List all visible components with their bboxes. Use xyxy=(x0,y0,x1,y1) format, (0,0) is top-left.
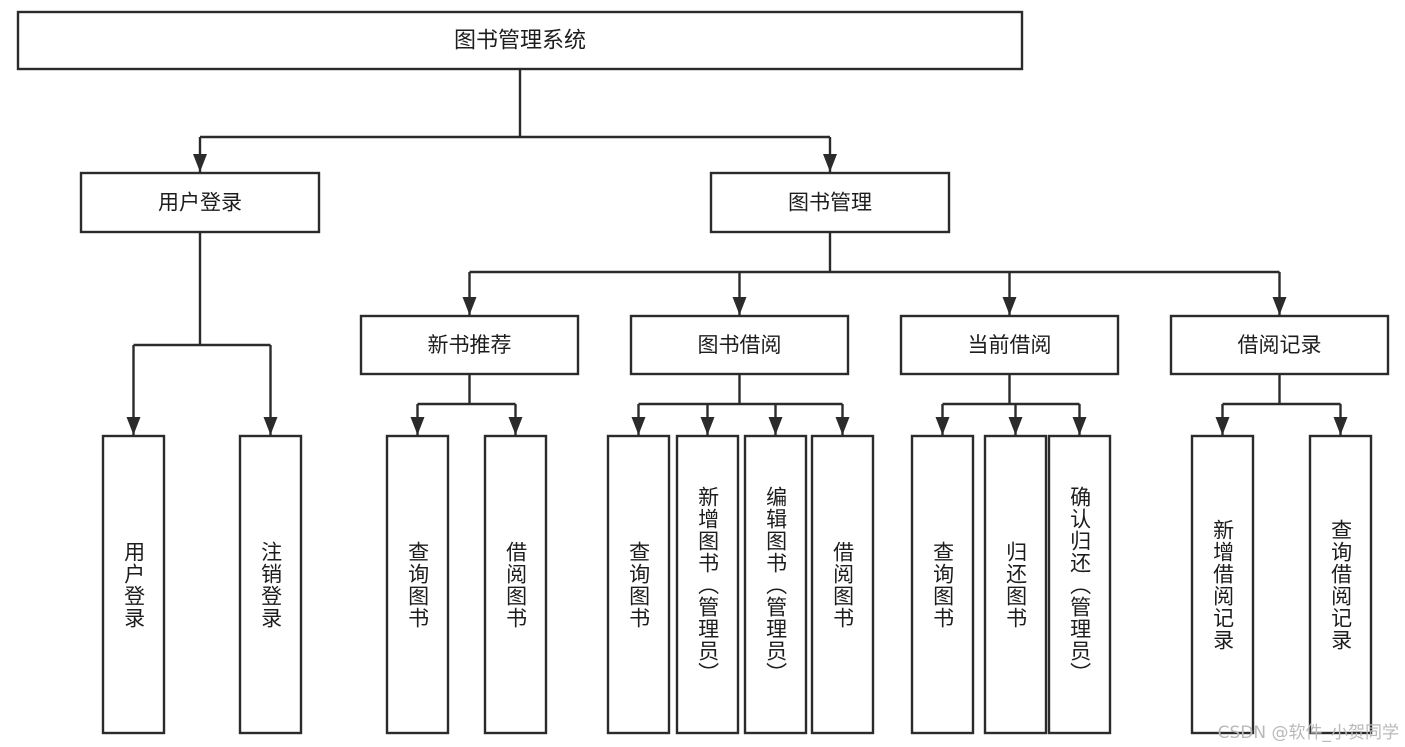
leaf-node-box[interactable] xyxy=(1308,434,1373,735)
arrow-head-icon xyxy=(1072,417,1087,435)
leaf-node-box[interactable] xyxy=(101,434,166,735)
leaf-node-box[interactable] xyxy=(810,434,875,735)
csdn-watermark: CSDN @软件_小贺同学 xyxy=(1217,723,1399,743)
connectors-layer xyxy=(126,69,1348,435)
arrow-head-icon xyxy=(126,417,141,435)
node-label-borrow-records: 借阅记录 xyxy=(1238,333,1322,357)
arrow-head-icon xyxy=(193,154,207,172)
arrow-head-icon xyxy=(1333,417,1348,435)
leaf-node-box[interactable] xyxy=(238,434,303,735)
arrow-head-icon xyxy=(732,297,747,315)
leaf-node-box[interactable] xyxy=(385,434,450,735)
arrow-head-icon xyxy=(631,417,646,435)
node-box-borrow-records[interactable] xyxy=(1169,314,1390,376)
arrow-head-icon xyxy=(1002,297,1017,315)
arrow-head-icon xyxy=(1272,297,1287,315)
node-label-current-borrow: 当前借阅 xyxy=(968,333,1052,357)
leaf-node-box[interactable] xyxy=(483,434,548,735)
root-node-box[interactable] xyxy=(16,10,1024,71)
node-box-user-login[interactable] xyxy=(79,171,321,234)
leaf-node-box[interactable] xyxy=(606,434,671,735)
node-label-book-manage: 图书管理 xyxy=(788,191,872,215)
node-box-new-book-rec[interactable] xyxy=(359,314,580,376)
arrow-head-icon xyxy=(263,417,278,435)
arrow-head-icon xyxy=(1215,417,1230,435)
arrow-head-icon xyxy=(823,154,837,172)
leaf-node-box[interactable] xyxy=(675,434,740,735)
leaf-node-box[interactable] xyxy=(743,434,808,735)
arrow-head-icon xyxy=(935,417,950,435)
arrow-head-icon xyxy=(700,417,715,435)
node-label-book-borrow: 图书借阅 xyxy=(698,333,782,357)
leaf-node-box[interactable] xyxy=(1047,434,1112,735)
node-box-current-borrow[interactable] xyxy=(899,314,1120,376)
arrow-head-icon xyxy=(410,417,425,435)
boxes-layer xyxy=(16,10,1390,735)
arrow-head-icon xyxy=(1008,417,1023,435)
root-node-label: 图书管理系统 xyxy=(454,29,586,54)
node-box-book-borrow[interactable] xyxy=(629,314,850,376)
leaf-node-box[interactable] xyxy=(983,434,1048,735)
arrow-head-icon xyxy=(835,417,850,435)
leaf-node-box[interactable] xyxy=(1190,434,1255,735)
leaf-node-box[interactable] xyxy=(910,434,975,735)
node-label-user-login: 用户登录 xyxy=(158,191,242,215)
arrow-head-icon xyxy=(462,297,477,315)
node-label-new-book-rec: 新书推荐 xyxy=(428,333,512,357)
arrow-head-icon xyxy=(508,417,523,435)
arrow-head-icon xyxy=(768,417,783,435)
node-box-book-manage[interactable] xyxy=(709,171,951,234)
